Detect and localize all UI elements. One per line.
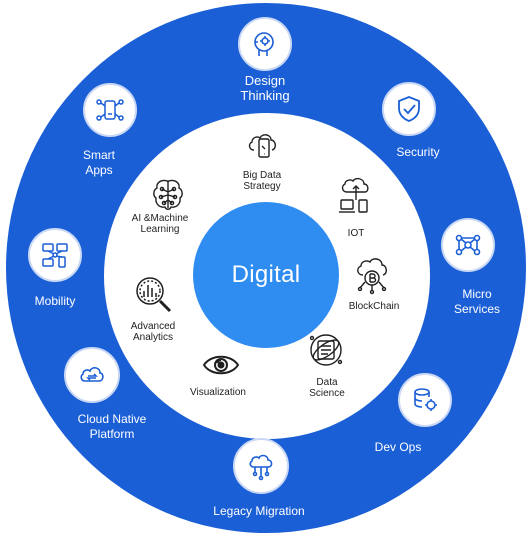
outer-label-mobility: Mobility	[34, 294, 76, 308]
smartphone-network-icon	[96, 99, 124, 121]
legacy-migration-badge	[233, 438, 289, 494]
cloud-sync-icon	[80, 367, 104, 382]
devices-network-icon	[42, 243, 68, 268]
brain-gear-icon	[254, 32, 274, 56]
inner-label-visualization: Visualization	[190, 387, 246, 398]
data-globe-icon	[309, 334, 343, 366]
center-label: Digital	[231, 261, 301, 288]
outer-label-micro-services: Micro Services	[453, 287, 501, 316]
outer-label-dev-ops: Dev Ops	[374, 440, 422, 454]
cloud-native-platform-badge	[64, 347, 120, 403]
inner-label-blockchain: BlockChain	[348, 301, 400, 312]
eye-icon	[202, 355, 240, 375]
outer-label-smart-apps: Smart Apps	[82, 148, 116, 177]
inner-label-data-science: Data Science	[309, 377, 345, 399]
design-thinking-badge	[238, 17, 292, 71]
cloud-devices-icon	[339, 177, 369, 213]
smart-apps-badge	[83, 83, 137, 137]
inner-label-ai-machine-learning: AI &Machine Learning	[131, 213, 189, 235]
inner-label-big-data-strategy: Big Data Strategy	[242, 170, 282, 192]
security-badge	[382, 82, 436, 136]
mobility-badge	[28, 228, 82, 282]
cloud-network-icon	[249, 454, 273, 481]
dev-ops-badge	[398, 373, 452, 427]
cloud-bitcoin-icon	[357, 258, 387, 295]
outer-label-legacy-migration: Legacy Migration	[213, 504, 305, 518]
chart-magnifier-icon	[136, 277, 172, 313]
outer-label-security: Security	[396, 145, 440, 159]
network-nodes-icon	[455, 234, 481, 256]
cloud-phone-icon	[248, 134, 276, 158]
database-gear-icon	[414, 388, 437, 411]
inner-label-iot: IOT	[347, 228, 365, 239]
center-circle: Digital	[193, 202, 339, 348]
shield-check-icon	[398, 96, 420, 122]
outer-label-design-thinking: Design Thinking	[240, 73, 290, 103]
inner-label-advanced-analytics: Advanced Analytics	[130, 321, 176, 343]
micro-services-badge	[441, 218, 495, 272]
outer-label-cloud-native-platform: Cloud Native Platform	[77, 412, 147, 441]
ai-brain-icon	[153, 179, 183, 210]
